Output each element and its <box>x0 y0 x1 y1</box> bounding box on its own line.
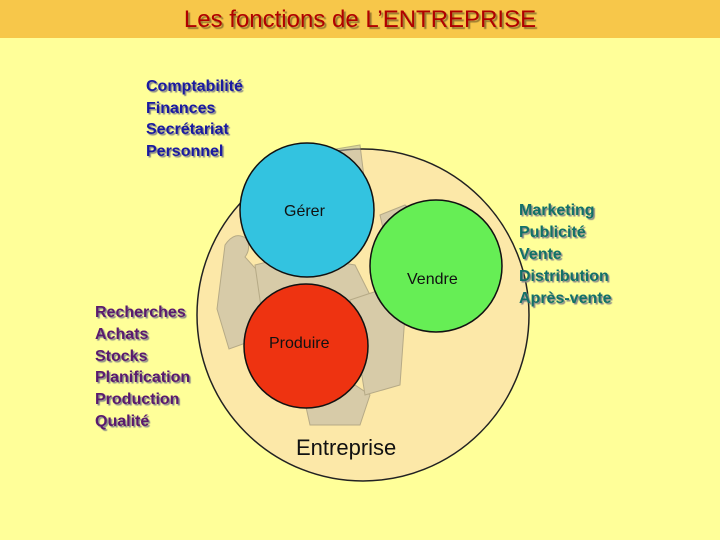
vendre-functions-list: Marketing Publicité Vente Distribution A… <box>519 200 611 310</box>
title-bar: Les fonctions de L’ENTREPRISE <box>0 0 720 38</box>
list-item: Vente <box>519 246 562 263</box>
list-item: Qualité <box>95 412 150 430</box>
list-item: Production <box>95 391 180 409</box>
vendre-circle <box>369 199 503 333</box>
produire-circle <box>243 283 369 409</box>
list-item: Comptabilité <box>146 78 243 95</box>
list-item: Marketing <box>519 202 595 219</box>
gerer-functions-list: Comptabilité Finances Secrétariat Person… <box>146 76 243 162</box>
gerer-circle <box>239 142 375 278</box>
list-item: Planification <box>95 369 191 387</box>
list-item: Personnel <box>146 142 224 160</box>
produire-functions-list: Recherches Achats Stocks Planification P… <box>95 302 190 433</box>
produire-label: Produire <box>269 335 330 352</box>
enterprise-label: Entreprise <box>296 435 396 460</box>
list-item: Publicité <box>519 224 586 241</box>
vendre-label: Vendre <box>407 271 458 288</box>
list-item: Recherches <box>95 304 186 321</box>
list-item: Stocks <box>95 347 148 365</box>
list-item: Achats <box>95 325 149 343</box>
list-item: Après-vente <box>519 290 612 307</box>
list-item: Distribution <box>519 268 609 285</box>
list-item: Secrétariat <box>146 121 229 138</box>
list-item: Finances <box>146 99 216 117</box>
slide-title: Les fonctions de L’ENTREPRISE <box>183 6 537 33</box>
gerer-label: Gérer <box>284 203 326 220</box>
